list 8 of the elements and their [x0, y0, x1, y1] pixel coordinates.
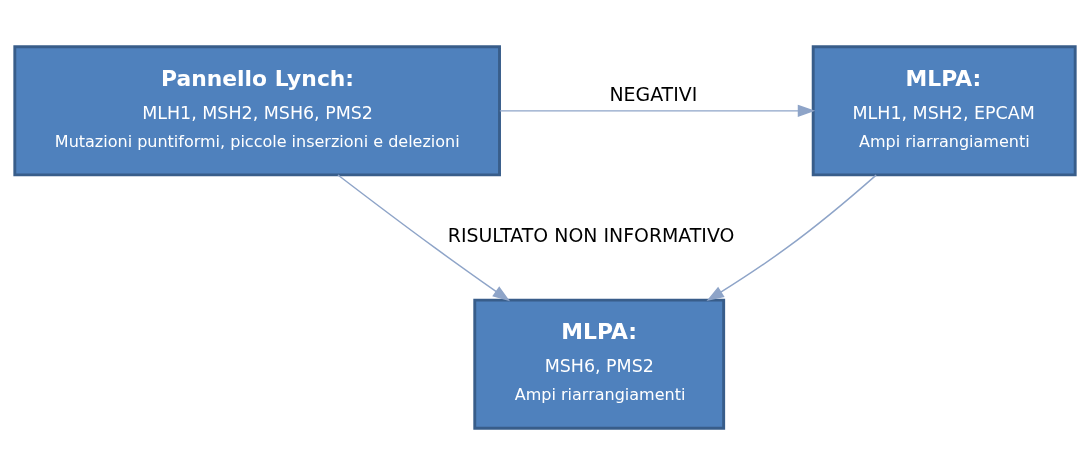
node-box: MLPA: MLH1, MSH2, EPCAM Ampi riarrangiamenti: [811, 45, 1077, 177]
edge-label: RISULTATO NON INFORMATIVO: [447, 224, 735, 247]
node-box: Pannello Lynch: MLH1, MSH2, MSH6, PMS2 Mutazioni puntiformi, piccole inserzioni e delezioni: [13, 45, 501, 177]
arrow: [499, 104, 816, 117]
edge-label: NEGATIVI: [609, 83, 698, 106]
node-box: MLPA: MSH6, PMS2 Ampi riarrangiamenti: [473, 298, 726, 430]
arrow: [337, 174, 511, 302]
arrow: [706, 174, 877, 302]
